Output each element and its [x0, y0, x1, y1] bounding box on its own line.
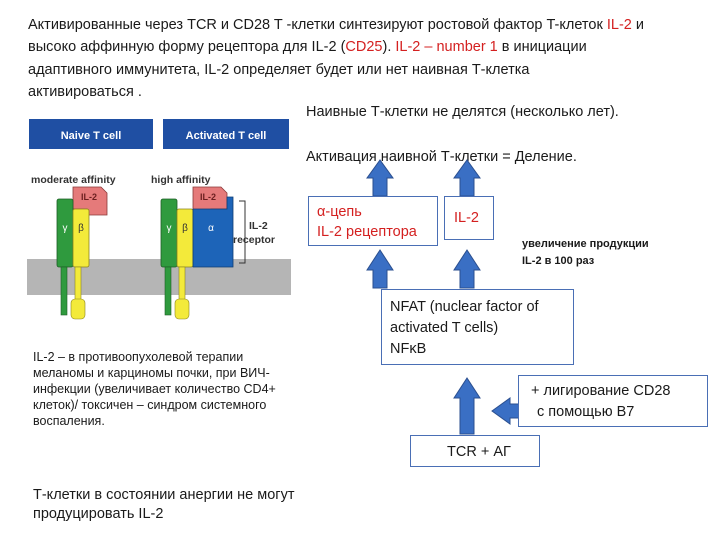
therapy-line-5: воспаления. — [33, 414, 105, 428]
intro-line-1-il2: IL-2 — [606, 17, 632, 33]
arrow-up-il2 — [453, 159, 481, 197]
intro-line-3: адаптивного иммунитета, IL-2 определяет … — [28, 62, 530, 78]
alpha-symbol: α — [317, 204, 326, 220]
therapy-line-3: инфекции (увеличивает количество CD4+ — [33, 382, 276, 396]
nfat-line-3: NFκB — [390, 341, 427, 357]
naive-beta-knob — [70, 298, 86, 320]
cd28-line-1: + лигирование CD28 — [531, 383, 671, 399]
cd28-line-2: с помощью B7 — [537, 404, 635, 420]
moderate-affinity-label: moderate affinity — [31, 174, 116, 186]
activated-alpha-symbol: α — [208, 223, 214, 234]
activated-receptor: IL-2 γ β α IL-2 receptor — [160, 186, 275, 320]
activated-header-bar — [163, 119, 289, 149]
nfat-line-2: activated T cells) — [390, 320, 499, 336]
alpha-chain-line-1: α-цепь — [317, 203, 362, 222]
naive-il2-ligand-label: IL-2 — [81, 192, 97, 202]
intro-line-2-text-a: высоко аффинную форму рецептора для IL-2… — [28, 39, 346, 55]
intro-line-1: Активированные через TCR и CD28 T -клетк… — [28, 16, 644, 35]
naive-cells-text: Наивные Т-клетки не делятся (несколько л… — [306, 104, 619, 120]
activated-alpha-chain — [192, 196, 234, 268]
il2-box-label: IL-2 — [454, 210, 479, 226]
activated-il2-ligand-label: IL-2 — [200, 192, 216, 202]
arrow-up-alpha — [366, 159, 394, 197]
arrow-up-to-alpha-box — [366, 249, 394, 289]
activated-gamma-tail — [164, 266, 172, 316]
activated-gamma-symbol: γ — [167, 223, 172, 234]
arrow-up-to-il2-box — [453, 249, 481, 289]
intro-line-2-text-b: ). — [382, 39, 396, 55]
alpha-chain-line-1-text: -цепь — [325, 204, 362, 220]
therapy-line-4: клеток)/ токсичен – синдром системного — [33, 398, 267, 412]
tcr-box: TCR + АГ — [410, 435, 540, 467]
il2-box: IL-2 — [444, 196, 494, 240]
anergy-line-2: продуцировать IL-2 — [33, 506, 164, 522]
cd28-box: + лигирование CD28 с помощью B7 — [518, 375, 708, 427]
anergy-text: Т-клетки в состоянии анергии не могут пр… — [33, 486, 294, 524]
receptor-label-il2: IL-2 — [249, 220, 268, 232]
receptor-label-word: receptor — [233, 234, 275, 246]
increase-text: увеличение продукции IL-2 в 100 раз — [522, 236, 649, 270]
intro-line-4: активироваться . — [28, 84, 142, 100]
nfat-line-1: NFAT (nuclear factor of — [390, 299, 539, 315]
increase-line-2: IL-2 в 100 раз — [522, 255, 595, 267]
naive-header-label: Naive T cell — [61, 130, 122, 142]
arrow-up-to-nfat — [453, 377, 481, 435]
therapy-line-1: IL-2 – в противоопухолевой терапии — [33, 350, 244, 364]
naive-header-bar — [29, 119, 153, 149]
intro-line-1-text-a: Активированные через TCR и CD28 T -клетк… — [28, 17, 607, 33]
naive-beta-symbol: β — [78, 223, 84, 234]
intro-line-2-text-c: в инициации — [497, 39, 587, 55]
tcr-label: TCR + АГ — [447, 444, 511, 460]
activation-text: Активация наивной Т-клетки = Деление. — [306, 149, 577, 165]
naive-gamma-symbol: γ — [63, 223, 68, 234]
alpha-chain-box: α-цепь IL-2 рецептора — [308, 196, 438, 246]
intro-line-1-text-b: и — [631, 17, 644, 33]
il2-receptor-figure: Naive T cell Activated T cell moderate a… — [27, 117, 291, 332]
naive-gamma-tail — [60, 266, 68, 316]
intro-line-2: высоко аффинную форму рецептора для IL-2… — [28, 38, 587, 57]
therapy-text: IL-2 – в противоопухолевой терапии мелан… — [33, 349, 276, 429]
anergy-line-1: Т-клетки в состоянии анергии не могут — [33, 487, 295, 503]
intro-line-2-il2: IL-2 – number 1 — [395, 39, 498, 55]
activated-header-label: Activated T cell — [186, 130, 267, 142]
therapy-line-2: меланомы и карциномы почки, при ВИЧ- — [33, 366, 270, 380]
activated-beta-symbol: β — [182, 223, 188, 234]
activated-beta-knob — [174, 298, 190, 320]
increase-line-1: увеличение продукции — [522, 238, 649, 250]
alpha-chain-line-2: IL-2 рецептора — [317, 224, 417, 240]
receptor-bracket — [239, 200, 246, 264]
naive-receptor: IL-2 γ β — [56, 186, 108, 320]
intro-line-2-cd25: CD25 — [345, 39, 383, 55]
nfat-box: NFAT (nuclear factor of activated T cell… — [381, 289, 574, 365]
high-affinity-label: high affinity — [151, 174, 211, 186]
